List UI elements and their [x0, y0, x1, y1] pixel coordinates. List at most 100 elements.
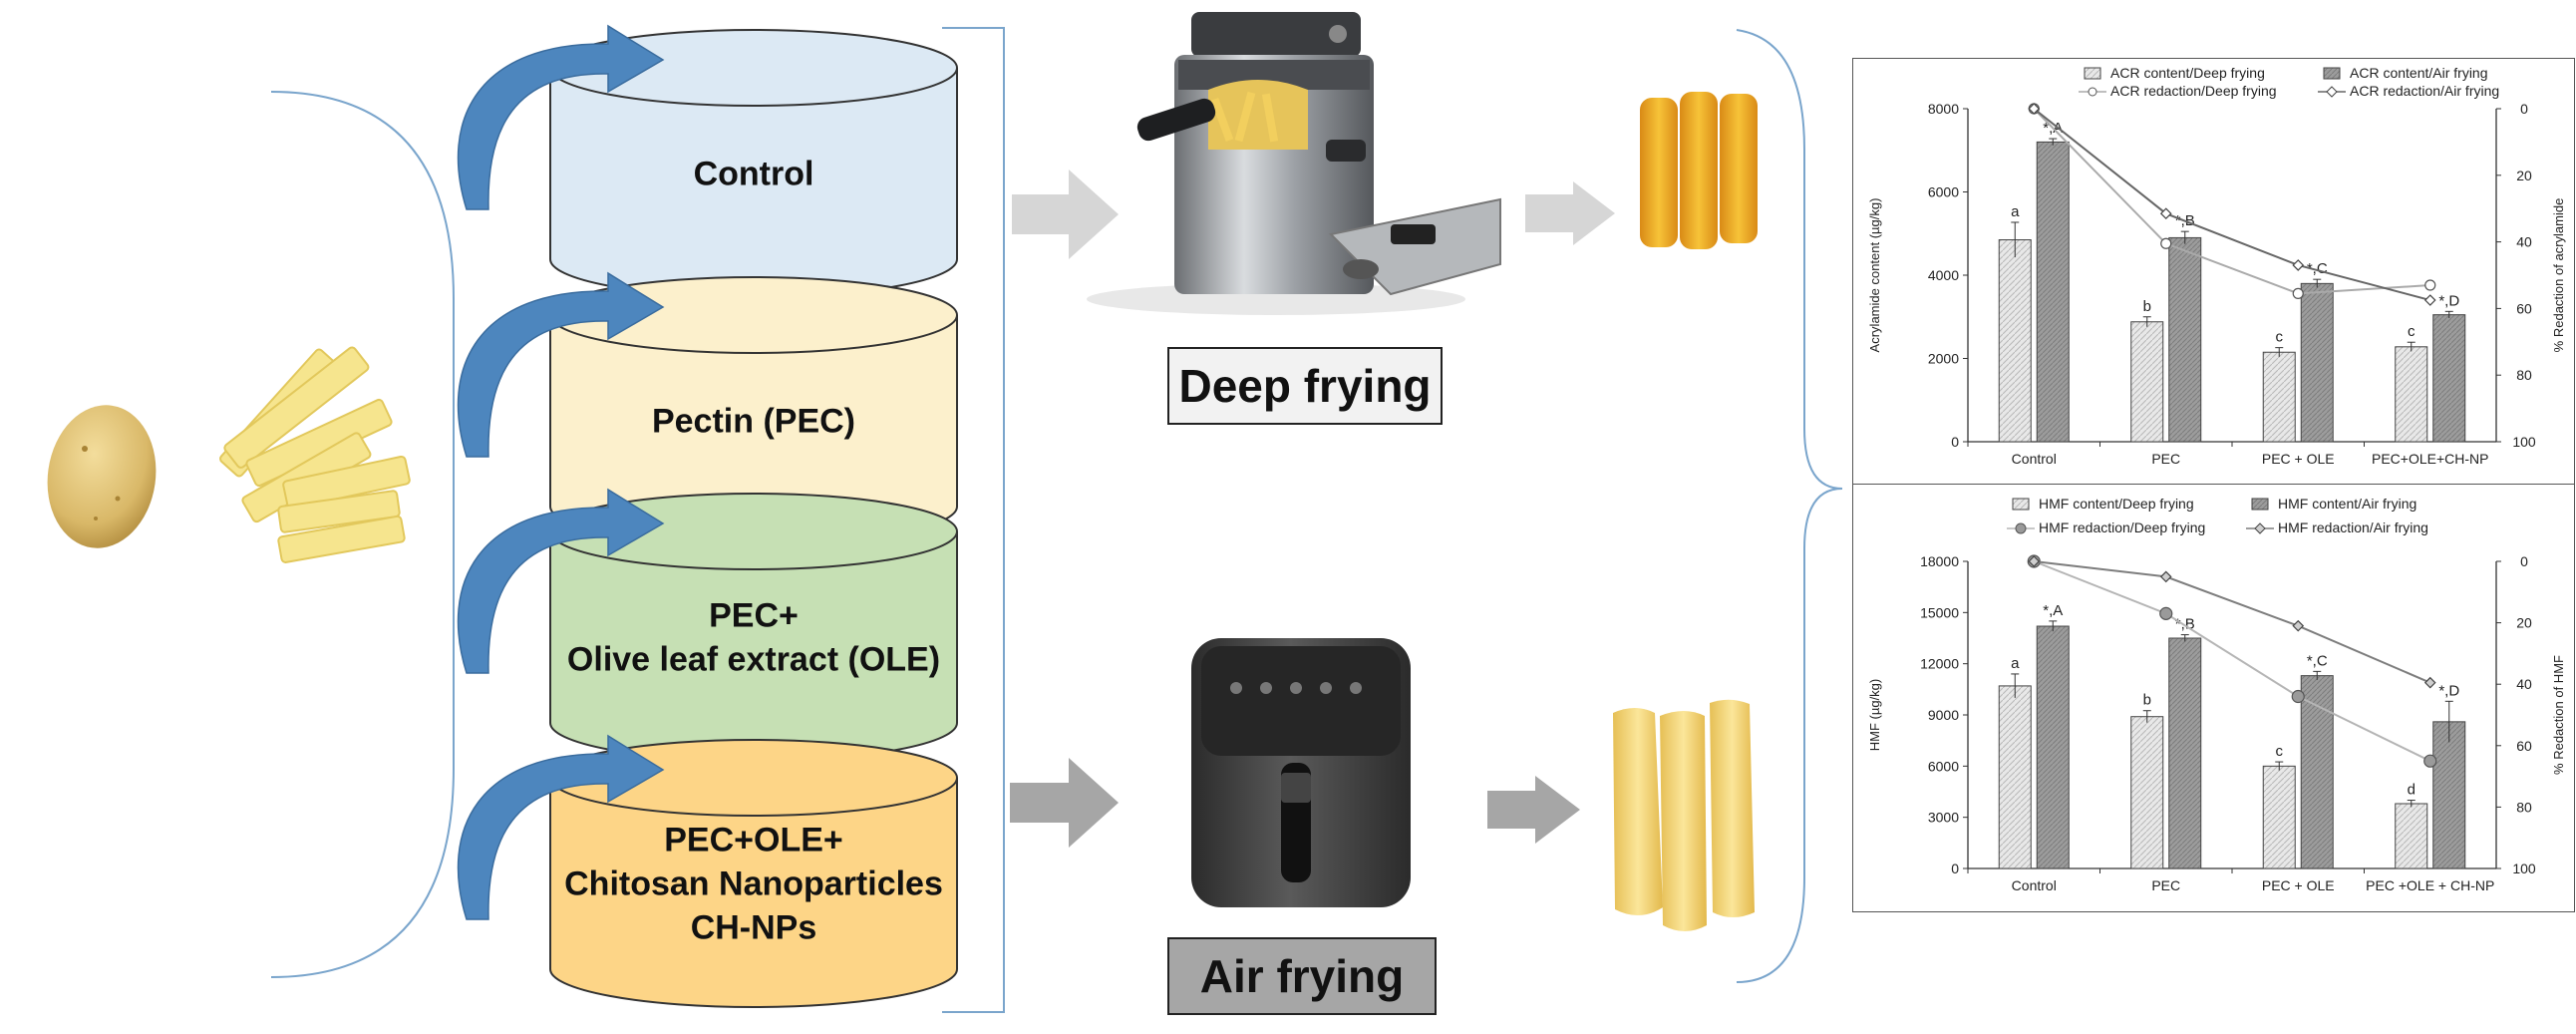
- category-label: PEC+OLE+CH-NP: [2372, 451, 2488, 467]
- line-point: [2423, 676, 2436, 689]
- y2-tick-label: 40: [2516, 234, 2532, 250]
- bar: [2168, 637, 2202, 869]
- legend-label: ACR content/Air frying: [2350, 65, 2488, 81]
- line-point: [2028, 103, 2041, 115]
- legend-label: HMF content/Deep frying: [2039, 496, 2194, 512]
- y-axis-title: HMF (µg/kg): [1867, 679, 1882, 752]
- category-label: PEC + OLE: [2262, 877, 2335, 893]
- line-point: [2292, 619, 2305, 632]
- line-point: [2292, 259, 2305, 271]
- legend-label: ACR redaction/Air frying: [2350, 83, 2499, 99]
- bar: [1998, 239, 2032, 443]
- y-tick-label: 6000: [1928, 758, 1959, 774]
- bar: [1998, 685, 2032, 869]
- line-point: [2423, 754, 2437, 768]
- potato-strips-icon: [219, 346, 411, 563]
- significance-label: *,D: [2438, 682, 2459, 699]
- significance-label: a: [2011, 655, 2020, 672]
- significance-label: *,C: [2307, 652, 2328, 669]
- line-point: [2028, 555, 2041, 567]
- curved-arrow-icon: [457, 488, 665, 674]
- treatment-label: Control: [694, 155, 814, 192]
- cylinders-bracket: [942, 27, 1005, 1013]
- significance-label: c: [2276, 329, 2284, 346]
- bar: [2395, 803, 2428, 869]
- y2-tick-label: 0: [2520, 101, 2528, 117]
- y-tick-label: 6000: [1928, 184, 1959, 200]
- bar: [2036, 141, 2070, 443]
- y-tick-label: 18000: [1920, 553, 1959, 569]
- bar: [2168, 236, 2202, 443]
- treatment-label: PEC+OLE+: [664, 821, 843, 859]
- y-tick-label: 9000: [1928, 707, 1959, 723]
- potato-icon: [47, 405, 157, 548]
- category-label: PEC +OLE + CH-NP: [2366, 877, 2494, 893]
- significance-label: c: [2408, 323, 2415, 340]
- bar: [2300, 675, 2334, 869]
- y2-tick-label: 20: [2516, 168, 2532, 183]
- y-tick-label: 2000: [1928, 351, 1959, 367]
- y2-tick-label: 20: [2516, 615, 2532, 631]
- y-tick-label: 0: [1951, 434, 1959, 450]
- bar: [2262, 765, 2296, 869]
- bar: [2130, 321, 2164, 443]
- y2-axis-title: % Redaction of acrylamide: [2551, 198, 2566, 353]
- left-bracket: [270, 91, 455, 978]
- bar: [2130, 716, 2164, 869]
- y2-tick-label: 100: [2512, 434, 2536, 450]
- y-tick-label: 15000: [1920, 604, 1959, 620]
- arrow-to-air-fryer: [1010, 758, 1119, 848]
- air-fried-fries-icon: [1613, 699, 1755, 931]
- y2-tick-label: 80: [2516, 799, 2532, 815]
- y-tick-label: 12000: [1920, 656, 1959, 672]
- significance-label: b: [2143, 298, 2151, 315]
- legend-label: HMF content/Air frying: [2278, 496, 2416, 512]
- treatment-cylinder-2: Pectin (PEC): [549, 276, 958, 545]
- significance-label: b: [2143, 692, 2151, 709]
- significance-label: c: [2276, 743, 2284, 760]
- bar: [2432, 721, 2466, 869]
- y2-tick-label: 100: [2512, 861, 2536, 876]
- deep-fryer-icon: [1087, 12, 1501, 315]
- category-label: PEC + OLE: [2262, 451, 2335, 467]
- redaction-line: [2033, 560, 2431, 763]
- arrow-to-deep-fryer: [1012, 170, 1119, 259]
- legend-label: HMF redaction/Air frying: [2278, 519, 2428, 535]
- air-fryer-icon: [1191, 638, 1411, 907]
- treatment-label: Olive leaf extract (OLE): [567, 640, 940, 678]
- significance-label: d: [2408, 782, 2415, 799]
- bar: [2395, 346, 2428, 443]
- line-point: [2291, 689, 2305, 704]
- redaction-line: [2033, 108, 2430, 295]
- category-label: Control: [2012, 451, 2057, 467]
- y2-axis-title: % Redaction of HMF: [2551, 655, 2566, 775]
- line-point: [2160, 237, 2172, 249]
- significance-label: *,D: [2438, 292, 2459, 309]
- treatment-cylinder-3: PEC+Olive leaf extract (OLE): [549, 493, 958, 762]
- category-label: PEC: [2151, 877, 2180, 893]
- line-point: [2159, 207, 2172, 220]
- redaction-line: [2034, 560, 2431, 684]
- bar: [2300, 282, 2334, 443]
- y2-tick-label: 0: [2520, 553, 2528, 569]
- legend-label: ACR content/Deep frying: [2110, 65, 2265, 81]
- y-tick-label: 0: [1951, 861, 1959, 876]
- y2-tick-label: 60: [2516, 300, 2532, 316]
- bar: [2432, 314, 2466, 443]
- curved-arrow-icon: [457, 271, 665, 458]
- line-point: [2292, 287, 2304, 299]
- treatment-label: Chitosan Nanoparticles: [564, 864, 943, 902]
- line-point: [2159, 606, 2173, 620]
- legend-label: ACR redaction/Deep frying: [2110, 83, 2277, 99]
- arrow-air-to-fries: [1487, 776, 1580, 844]
- treatment-label: CH-NPs: [691, 908, 817, 946]
- category-label: PEC: [2151, 451, 2180, 467]
- y2-tick-label: 60: [2516, 738, 2532, 754]
- legend-label: HMF redaction/Deep frying: [2039, 519, 2205, 535]
- significance-label: a: [2011, 203, 2020, 220]
- line-point: [2423, 294, 2436, 306]
